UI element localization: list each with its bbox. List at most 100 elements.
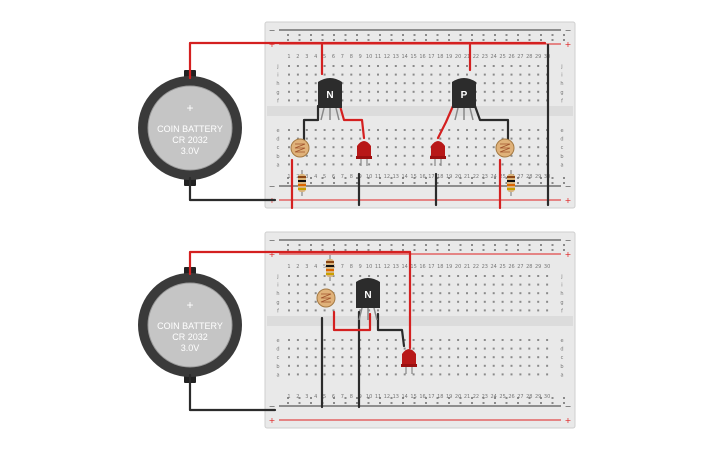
wire-battery-negative-2[interactable]	[188, 373, 277, 412]
hole[interactable]	[519, 364, 522, 367]
hole[interactable]	[439, 163, 442, 166]
hole[interactable]	[474, 65, 477, 67]
hole[interactable]	[394, 292, 397, 295]
hole[interactable]	[341, 154, 344, 157]
rail-hole[interactable]	[563, 397, 565, 399]
hole[interactable]	[528, 292, 531, 295]
rail-hole[interactable]	[425, 34, 427, 36]
hole[interactable]	[483, 309, 486, 312]
hole[interactable]	[474, 163, 477, 166]
photoresistor-3[interactable]	[316, 288, 336, 308]
rail-hole[interactable]	[425, 177, 427, 179]
rail-hole[interactable]	[402, 249, 404, 251]
hole[interactable]	[314, 163, 317, 166]
hole[interactable]	[430, 292, 433, 295]
hole[interactable]	[305, 283, 308, 286]
hole[interactable]	[492, 82, 495, 85]
hole[interactable]	[537, 73, 540, 76]
rail-hole[interactable]	[517, 182, 519, 184]
hole[interactable]	[314, 292, 317, 295]
hole[interactable]	[296, 129, 299, 131]
hole[interactable]	[474, 275, 477, 277]
wire-npn-to-led1[interactable]	[338, 104, 366, 140]
rail-hole[interactable]	[367, 34, 370, 36]
hole[interactable]	[296, 339, 299, 341]
hole[interactable]	[332, 137, 335, 140]
hole[interactable]	[377, 129, 379, 131]
hole[interactable]	[546, 300, 549, 303]
led-3[interactable]	[401, 349, 417, 374]
rail-hole[interactable]	[333, 39, 335, 41]
hole[interactable]	[448, 356, 451, 359]
hole[interactable]	[430, 309, 433, 312]
hole[interactable]	[296, 356, 299, 359]
hole[interactable]	[368, 82, 371, 85]
wire-battery-positive-2[interactable]	[188, 250, 412, 276]
breadboard-2[interactable]: −+−+−+−+11223344556677889910101111121213…	[264, 231, 576, 429]
rail-hole[interactable]	[344, 402, 347, 404]
hole[interactable]	[403, 154, 406, 157]
rail-hole[interactable]	[367, 182, 370, 184]
hole[interactable]	[314, 99, 317, 102]
hole[interactable]	[394, 99, 397, 102]
hole[interactable]	[296, 82, 299, 85]
hole[interactable]	[412, 154, 415, 157]
hole[interactable]	[377, 90, 379, 93]
hole[interactable]	[474, 364, 477, 367]
hole[interactable]	[439, 137, 442, 140]
hole[interactable]	[537, 90, 540, 93]
hole[interactable]	[466, 129, 468, 131]
rail-hole[interactable]	[425, 249, 427, 251]
hole[interactable]	[359, 129, 362, 131]
hole[interactable]	[305, 90, 308, 93]
hole[interactable]	[421, 163, 424, 166]
hole[interactable]	[510, 137, 513, 140]
hole[interactable]	[288, 73, 290, 76]
hole[interactable]	[457, 65, 460, 67]
hole[interactable]	[448, 65, 451, 67]
hole[interactable]	[430, 90, 433, 93]
hole[interactable]	[412, 373, 415, 376]
wire-ldr1-to-base[interactable]	[302, 104, 320, 142]
hole[interactable]	[546, 339, 549, 341]
rail-hole[interactable]	[413, 402, 416, 404]
hole[interactable]	[501, 90, 504, 93]
rail-hole[interactable]	[563, 249, 565, 251]
hole[interactable]	[341, 373, 344, 376]
hole[interactable]	[501, 292, 504, 295]
rail-hole[interactable]	[413, 244, 416, 246]
rail-hole[interactable]	[494, 249, 496, 251]
hole[interactable]	[288, 356, 290, 359]
rail-hole[interactable]	[356, 402, 358, 404]
hole[interactable]	[439, 356, 442, 359]
hole[interactable]	[528, 154, 531, 157]
hole[interactable]	[412, 283, 415, 286]
rail-hole[interactable]	[528, 39, 531, 41]
hole[interactable]	[439, 347, 442, 350]
hole[interactable]	[332, 339, 335, 341]
hole[interactable]	[341, 275, 344, 277]
rail-hole[interactable]	[367, 244, 370, 246]
hole[interactable]	[385, 364, 388, 367]
hole[interactable]	[385, 65, 388, 67]
rail-hole[interactable]	[425, 39, 427, 41]
hole[interactable]	[359, 137, 362, 140]
hole[interactable]	[448, 339, 451, 341]
hole[interactable]	[483, 73, 486, 76]
hole[interactable]	[519, 309, 522, 312]
hole[interactable]	[368, 347, 371, 350]
hole[interactable]	[466, 356, 468, 359]
hole[interactable]	[385, 154, 388, 157]
hole[interactable]	[341, 82, 344, 85]
hole[interactable]	[492, 339, 495, 341]
hole[interactable]	[305, 65, 308, 67]
rail-hole[interactable]	[356, 34, 358, 36]
hole[interactable]	[457, 356, 460, 359]
rail-hole[interactable]	[298, 244, 301, 246]
hole[interactable]	[368, 73, 371, 76]
rail-hole[interactable]	[436, 177, 439, 179]
hole[interactable]	[474, 73, 477, 76]
hole[interactable]	[537, 373, 540, 376]
hole[interactable]	[537, 300, 540, 303]
